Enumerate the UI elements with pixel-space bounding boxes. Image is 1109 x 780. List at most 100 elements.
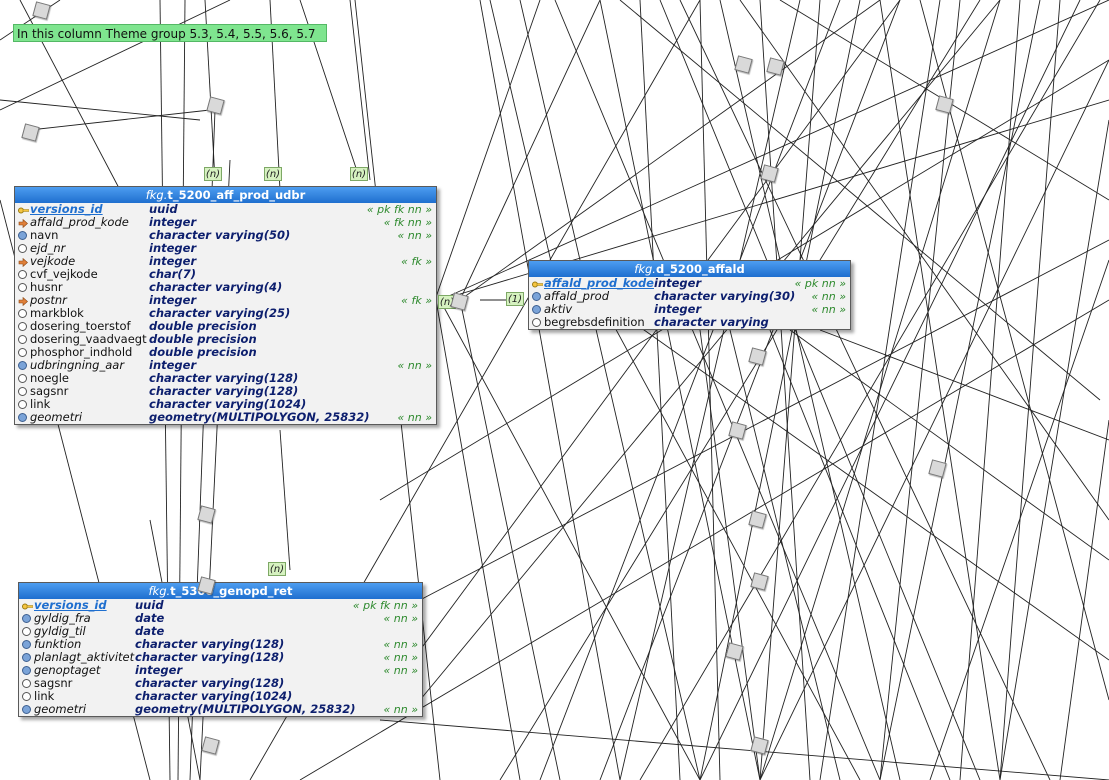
table-header[interactable]: fkg.t_5300_genopd_ret	[19, 583, 422, 599]
column-type: integer	[149, 215, 197, 229]
relationship-line	[759, 0, 1001, 780]
column-constraints: « nn »	[397, 229, 432, 242]
column-type: geometry(MULTIPOLYGON, 25832)	[149, 410, 370, 424]
relationship-line	[739, 0, 1109, 521]
table-header[interactable]: fkg.t_5200_aff_prod_udbr	[15, 187, 436, 203]
relationship-line	[599, 0, 901, 780]
relationship-line	[479, 0, 621, 780]
cardinality-many-label: (n)	[350, 167, 368, 181]
relationship-line	[439, 299, 701, 780]
column-constraints: « nn »	[383, 651, 418, 664]
relationship-line	[619, 0, 801, 780]
column-constraints: « pk fk nn »	[352, 599, 418, 612]
column-name: phosphor_indhold	[30, 345, 133, 359]
relationship-line	[459, 299, 561, 780]
column-constraints: « nn »	[397, 359, 432, 372]
column-row[interactable]: noegle character varying(128)	[15, 372, 436, 385]
column-icon	[18, 348, 27, 357]
relationship-line	[659, 0, 981, 780]
relationship-line	[789, 329, 1109, 561]
column-type: uuid	[149, 202, 178, 216]
column-icon	[18, 283, 27, 292]
relationship-line	[999, 0, 1061, 780]
cardinality-many-label: (n)	[264, 167, 282, 181]
column-name: begrebsdefinition	[544, 315, 645, 329]
column-type: character varying(1024)	[135, 689, 293, 703]
column-constraints: « fk »	[401, 294, 432, 307]
column-name: ejd_nr	[30, 241, 66, 255]
column-icon	[18, 361, 27, 370]
column-icon	[22, 614, 31, 623]
column-icon	[22, 666, 31, 675]
column-name: husnr	[30, 280, 63, 294]
column-name: sagsnr	[30, 384, 69, 398]
column-name: dosering_vaadvaegt	[30, 332, 147, 346]
relationship-line	[435, 299, 521, 780]
relationship-line	[819, 329, 1109, 441]
column-type: char(7)	[149, 267, 196, 281]
primary-key-icon	[22, 601, 34, 610]
relationship-line	[279, 429, 291, 571]
column-icon	[22, 679, 31, 688]
primary-key-icon	[18, 205, 30, 214]
table-header[interactable]: fkg.d_5200_affald	[529, 261, 850, 277]
relationship-line	[0, 0, 231, 111]
relationship-line	[759, 59, 1109, 780]
column-type: integer	[654, 302, 702, 316]
column-constraints: « pk fk nn »	[366, 203, 432, 216]
column-name: noegle	[30, 371, 69, 385]
column-type: character varying(128)	[135, 676, 285, 690]
foreign-key-icon	[18, 296, 28, 307]
cardinality-many-label: (n)	[204, 167, 222, 181]
relationship-line	[879, 0, 961, 780]
column-type: character varying(50)	[149, 228, 291, 242]
relationship-line	[499, 0, 981, 780]
column-constraints: « fk »	[401, 255, 432, 268]
column-name: affald_prod	[544, 289, 610, 303]
column-icon	[18, 322, 27, 331]
foreign-key-icon	[18, 218, 28, 229]
relationship-line	[519, 0, 701, 780]
column-type: character varying(128)	[149, 371, 299, 385]
relationship-line	[419, 0, 1001, 701]
column-type: character varying(128)	[135, 637, 285, 651]
column-type: date	[135, 624, 165, 638]
theme-group-note[interactable]: In this column Theme group 5.3, 5.4, 5.5…	[13, 24, 327, 42]
cardinality-one-label: (1)	[506, 292, 524, 306]
column-type: integer	[149, 293, 197, 307]
relationship-line	[699, 329, 761, 780]
relationship-line	[439, 0, 1109, 301]
